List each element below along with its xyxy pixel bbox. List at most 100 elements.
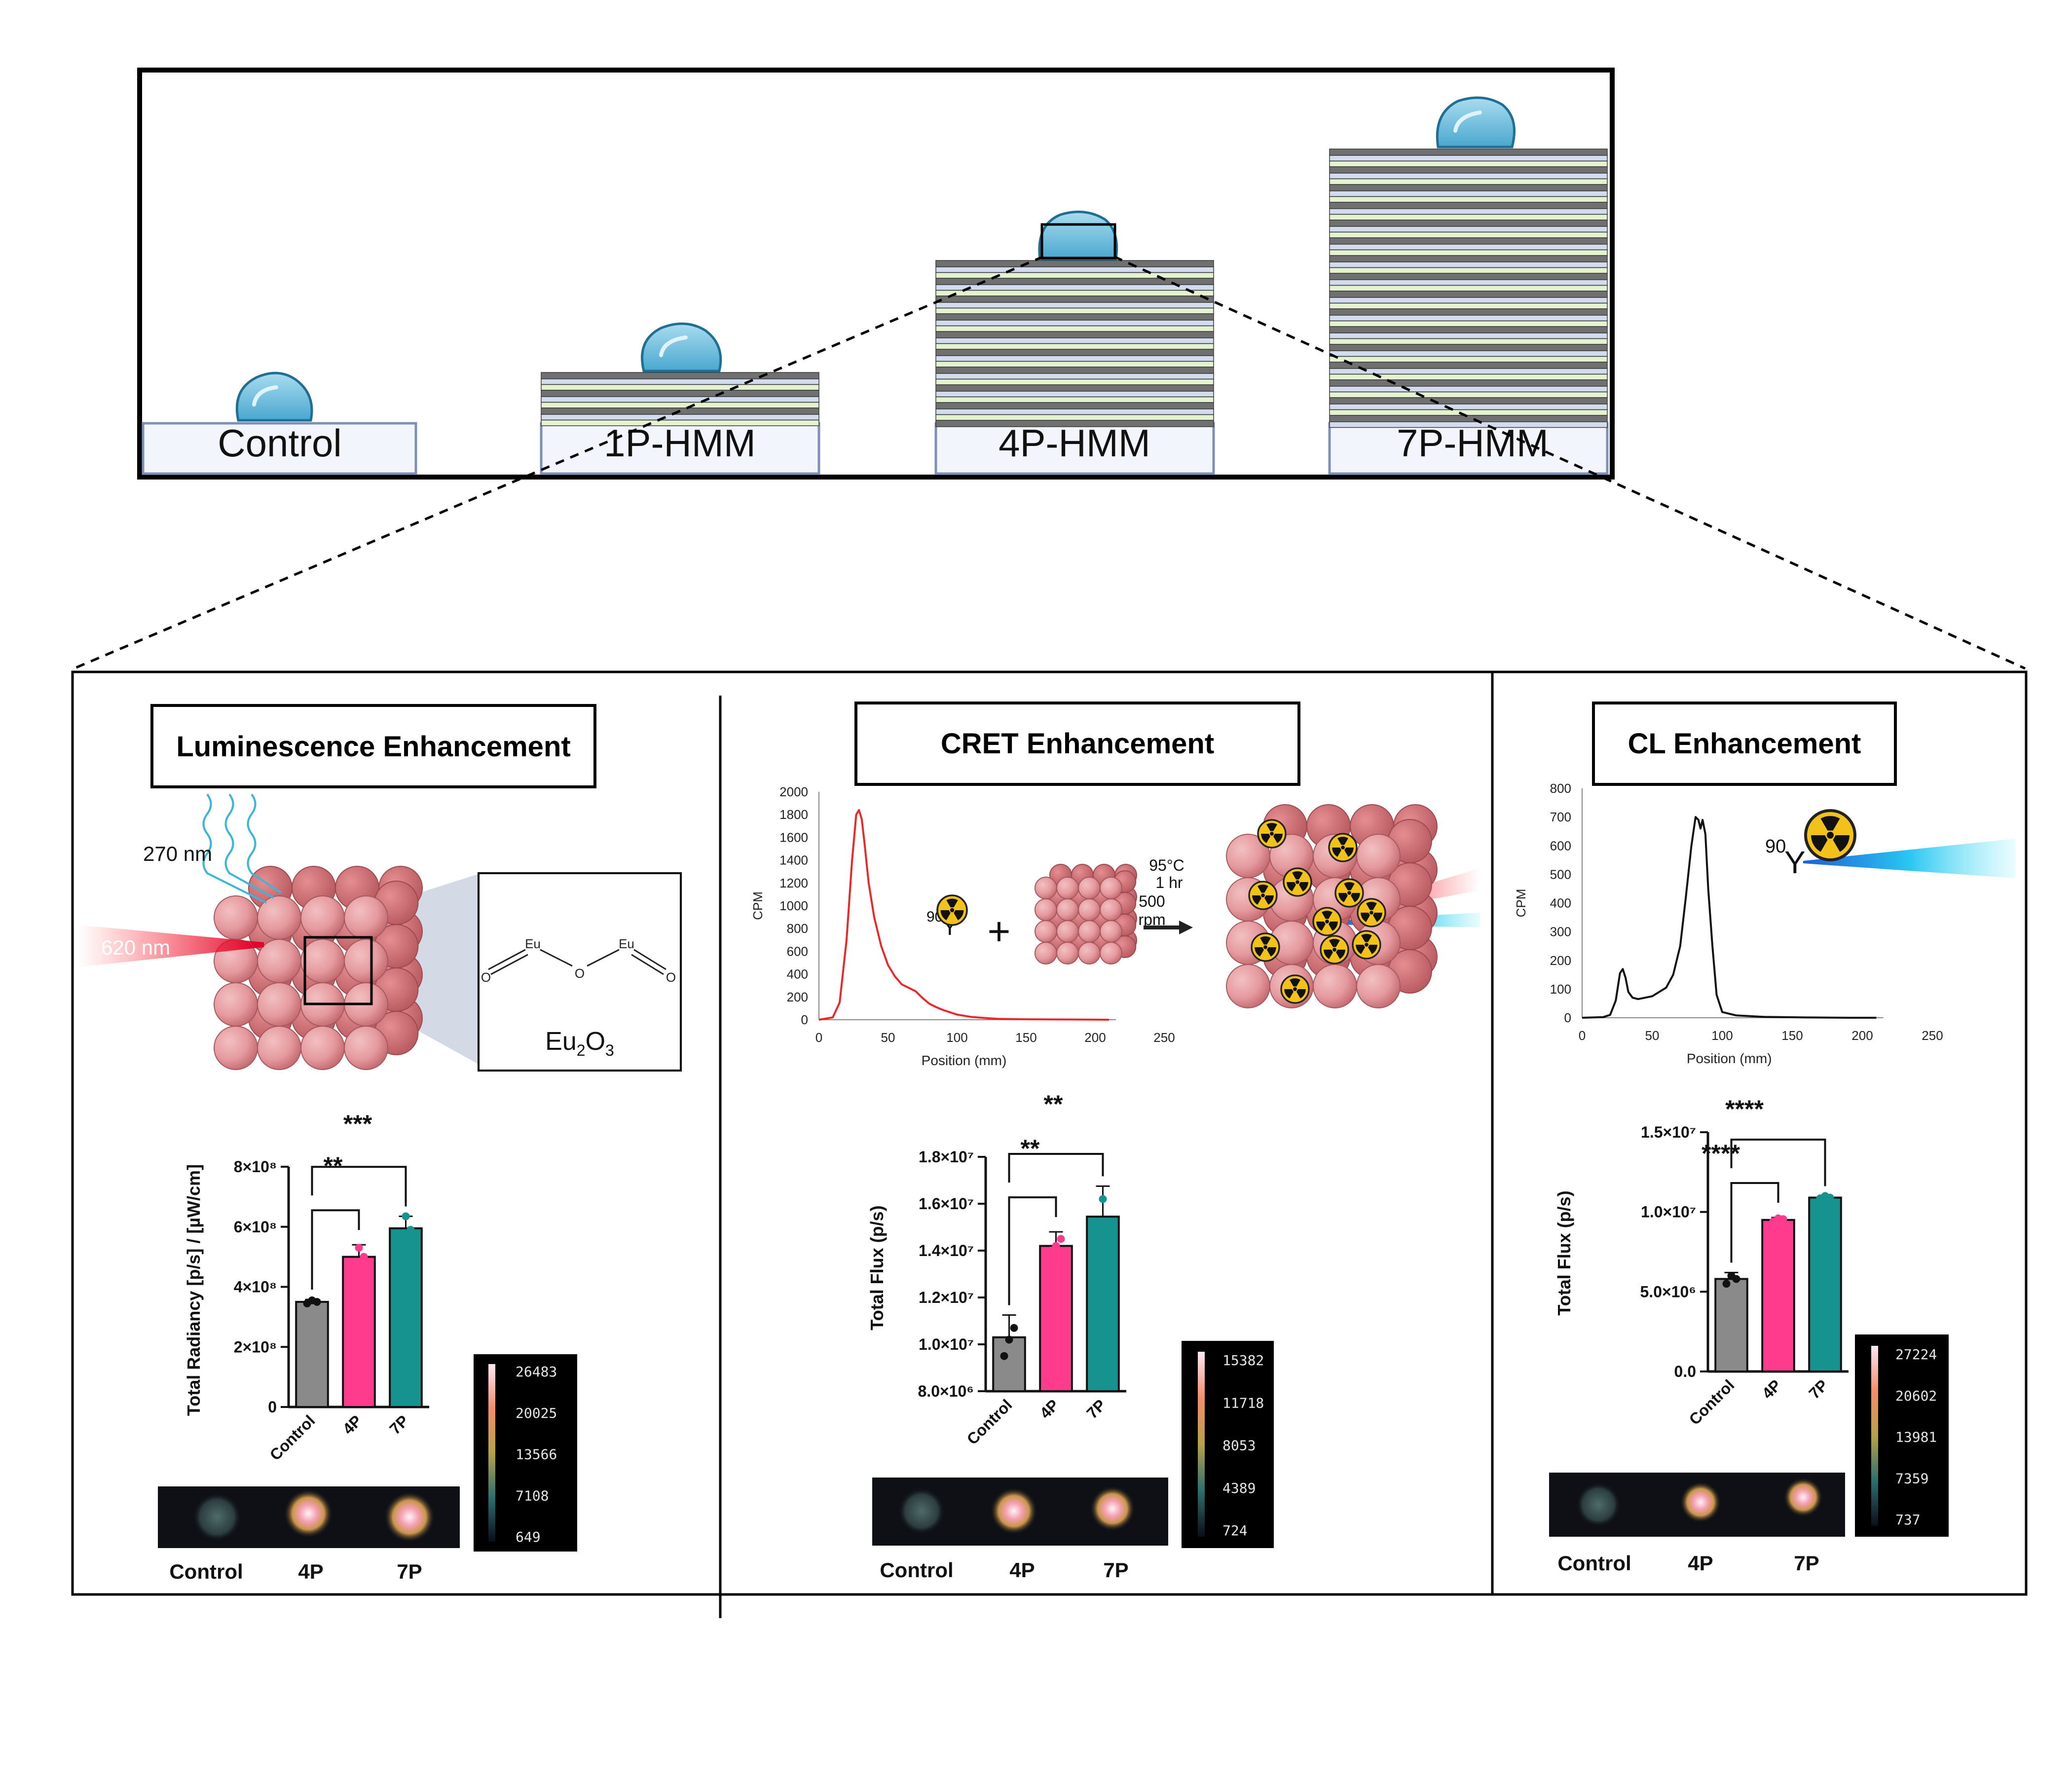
y-tick-label: 300 [1550,925,1571,939]
hmm-layer [1329,255,1608,262]
data-point [1732,1275,1740,1283]
y-axis-label: Total Radiancy [p/s] / [µW/cm] [184,1164,204,1416]
significance: ** [1044,1090,1063,1118]
radiation-center [1295,880,1299,884]
hmm-layer [1329,155,1608,162]
data-point [355,1244,363,1252]
nanoparticle-cube [214,866,423,1070]
radiation-blade [1296,989,1306,999]
hmm-layer [1329,184,1608,191]
y-tick-label: 200 [787,990,808,1004]
arrow-right-icon [1144,921,1193,934]
radiation-center [1827,832,1834,839]
hmm-layer [1329,356,1608,363]
molecule-formula: Eu2O3 [545,1027,614,1059]
y-tick-label: 800 [1550,781,1571,796]
emission-wavelength: 620 nm [101,936,170,959]
hmm-layer [1329,368,1608,375]
radiation-blade [1284,989,1294,999]
colorbar-label: 13566 [516,1446,557,1463]
hmm-layer [541,396,819,403]
y-tick-label: 8×10⁸ [234,1158,277,1176]
radiation-icon [1312,907,1342,936]
data-point [402,1212,410,1221]
excitation-waves-icon [202,793,282,904]
svg-text:Eu: Eu [525,936,541,951]
y-tick-label: 1200 [779,876,808,890]
y-tick-label: 400 [787,967,808,982]
eu2o3-molecule: Eu Eu O O O Eu2O3 [478,872,682,1072]
control-substrate: Control [142,371,417,475]
colorbar-label: 13981 [1895,1429,1937,1445]
x-tick-label: 0 [1579,1028,1586,1043]
x-tick-label: 100 [1711,1028,1733,1043]
cret-title: CRET Enhancement [941,728,1214,760]
nanoparticle [1078,920,1101,943]
cherenkov-beam [1803,839,2015,878]
colorbar-label: 26483 [516,1364,557,1380]
hmm-layer [935,266,1214,273]
radiation-icon [1804,809,1856,861]
hmm-layer [1329,409,1608,416]
hmm-layer [935,355,1214,362]
y-tick-label: 1.0×10⁷ [1641,1203,1696,1221]
y-tick-label: 200 [1550,953,1571,968]
nanoparticle [1356,834,1401,878]
hmm-layer [935,349,1214,356]
zoom-box [1040,223,1116,259]
hmm-layer [935,414,1214,421]
significance-bracket [1730,1182,1779,1263]
data-point [1010,1324,1018,1332]
x-axis-label: Position (mm) [922,1053,1007,1068]
bottom-panel: Luminescence Enhancement 270 nm 620 nm [71,670,2028,1618]
hmm-layer [935,367,1214,374]
radiation-blade [1361,913,1370,922]
nanoparticle [257,1026,301,1070]
nanoparticle [344,895,388,940]
water-droplet-icon [1038,210,1118,260]
svg-text:Y: Y [1784,845,1806,880]
radiation-center [1261,893,1265,897]
hmm-layer [1329,391,1608,398]
hmm-layer [935,260,1214,267]
x-axis-label: Position (mm) [1687,1051,1772,1066]
hmm-layer [1329,237,1608,245]
radiation-center [1365,943,1369,947]
y-axis-label: Total Flux (p/s) [867,1205,887,1330]
radiation-center [1347,891,1351,895]
y-tick-label: 0 [1564,1010,1571,1025]
hmm-layer [1329,267,1608,274]
y-tick-label: 1000 [779,898,808,913]
radiation-icon [1320,935,1349,964]
radiation-blade [1337,837,1348,845]
data-point [1779,1215,1787,1223]
y-tick-label: 5.0×10⁶ [1640,1283,1697,1300]
hmm-layer [1329,220,1608,227]
hmm-layer [1329,404,1608,410]
y-tick-label: 500 [1550,867,1571,882]
nanoparticle [1313,964,1357,1008]
y-tick-label: 1.4×10⁷ [919,1242,974,1259]
radiation-icons [1248,819,1386,1004]
series-line [1582,816,1877,1019]
top-panel: Control 1P-HMM 4P-HMM 7P-HMM [137,68,1615,480]
nanoparticle [257,982,301,1027]
nanoparticle [1356,964,1401,1008]
hmm-layer [935,296,1214,303]
y-tick-label: 2000 [779,784,808,799]
water-droplet-icon [235,371,313,422]
radiation-center [1293,987,1297,991]
y-tick-label: 6×10⁸ [234,1218,277,1236]
svg-text:O: O [575,966,585,981]
hmm-layer [935,384,1214,392]
y-tick-label: 1800 [779,807,808,822]
hmm-layer [1329,344,1608,351]
radiation-blade [1316,922,1326,931]
data-point [1047,1247,1055,1255]
radiation-center [1270,832,1274,836]
radiation-icon [1283,867,1312,897]
y-tick-label: 0.0 [1674,1363,1696,1380]
y-tick-label: 400 [1550,896,1571,911]
